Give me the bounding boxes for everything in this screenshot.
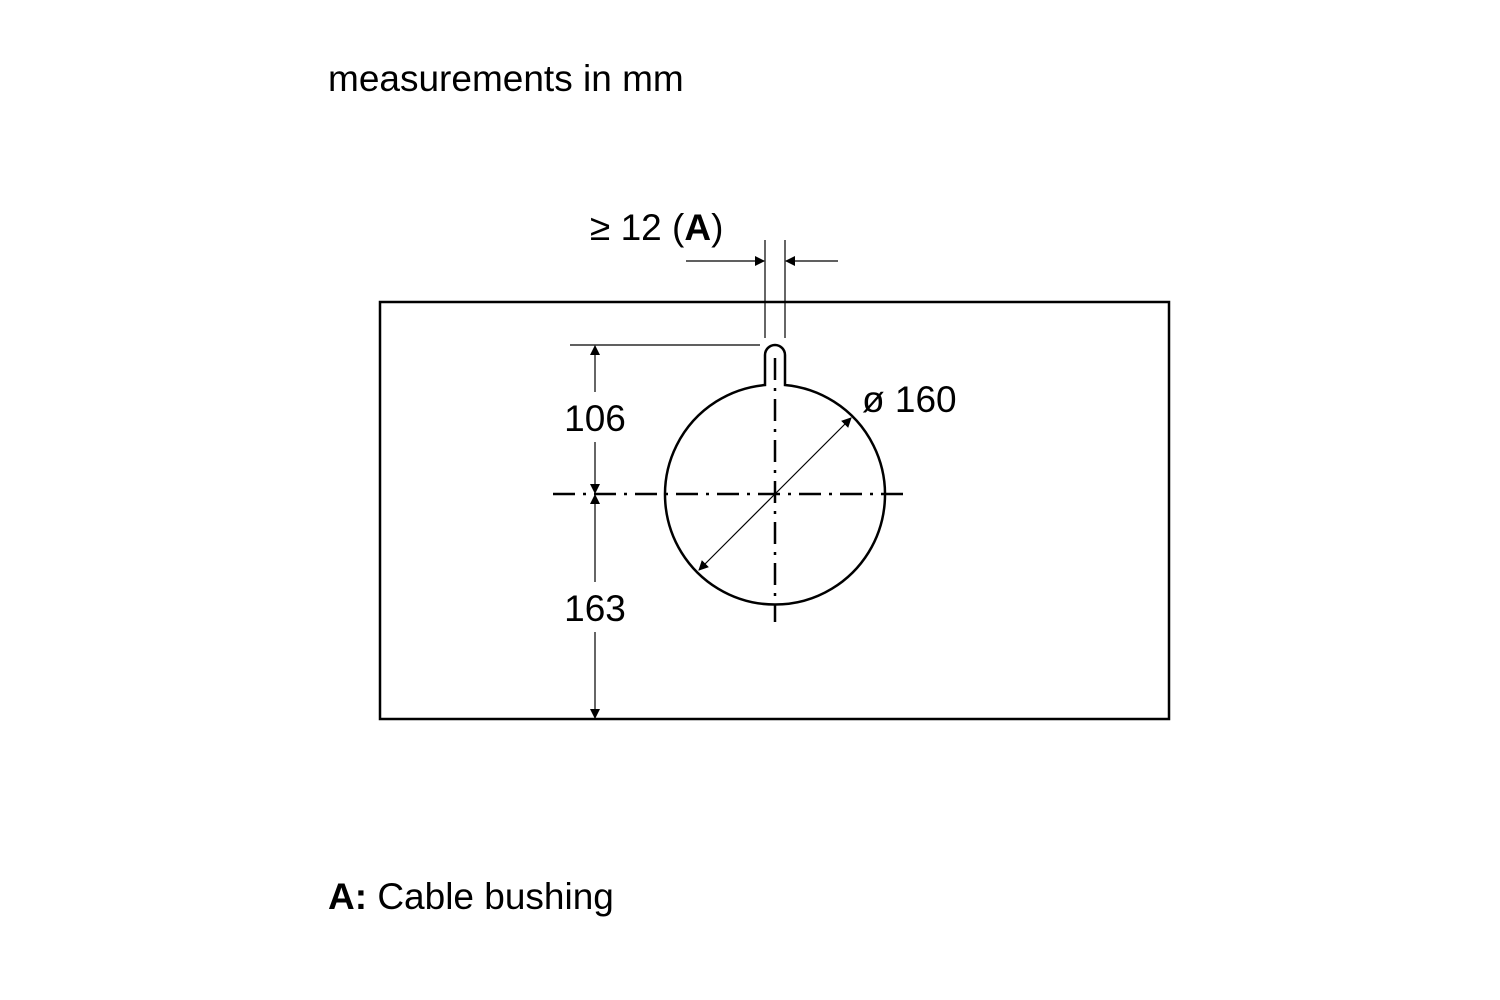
legend-key: A: bbox=[328, 876, 368, 917]
clearance-label: ≥ 12 (A) bbox=[590, 207, 723, 248]
legend: A: Cable bushing bbox=[328, 878, 614, 915]
diameter-arrow bbox=[774, 417, 852, 495]
diameter-label: ø 160 bbox=[862, 379, 957, 420]
units-note: measurements in mm bbox=[328, 58, 684, 99]
legend-description: Cable bushing bbox=[377, 876, 614, 917]
dim-163-label: 163 bbox=[564, 588, 626, 629]
cutout-outline bbox=[663, 343, 887, 606]
dim-106-label: 106 bbox=[564, 398, 626, 439]
panel-outline bbox=[378, 300, 1171, 721]
diameter-arrow-lower bbox=[698, 493, 776, 571]
